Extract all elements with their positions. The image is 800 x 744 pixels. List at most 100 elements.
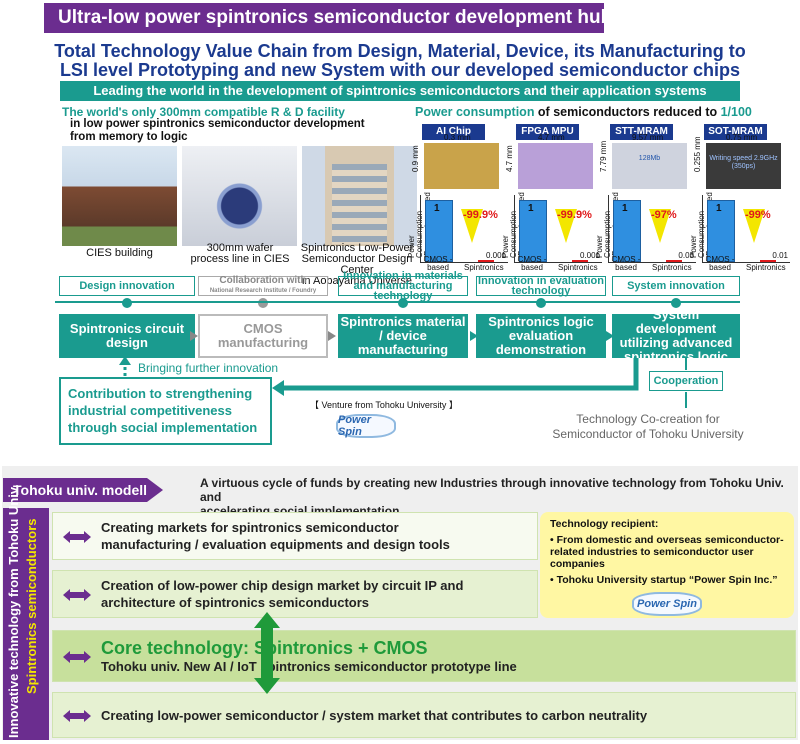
core-technology-row: Core technology: Spintronics + CMOS Toho… [52,630,796,682]
chain-connectors [55,301,740,408]
chip-die-image [518,143,593,189]
power-spin-logo: Power Spin [632,592,702,616]
core-technology-title: Core technology: Spintronics + CMOS [101,637,428,658]
chip-bar-chart: 1 -99% 0.01 [702,195,790,263]
reduction-percent: -97% [651,209,677,221]
venture-label: 【 Venture from Tohoku University 】 [310,400,458,410]
feedback-line [282,358,639,391]
chip-label: AI Chip [422,124,485,140]
double-arrow-icon [63,531,91,543]
stage-label: Design innovation [59,276,195,296]
stage-box: Spintronics material / device manufactur… [338,314,468,358]
chip-label: STT-MRAM [610,124,673,140]
chip-die-image [424,143,499,189]
lead-bar: Leading the world in the development of … [60,81,740,101]
reduction-percent: -99.9% [557,209,592,221]
cmos-value: 1 [434,203,440,214]
photo-caption: CIES building [86,247,153,259]
subtitle-line-1: Total Technology Value Chain from Design… [54,41,746,61]
facility-subtitle-line-1: in low power spintronics semiconductor d… [70,118,365,130]
up-arrow-icon [119,356,131,365]
stage-label: Innovation in evaluation technology [476,276,606,297]
vertical-text-white: Innovative technology from Tohoku Univ. [6,484,21,738]
cmos-value: 1 [528,203,534,214]
spintronics-value: 0.01 [772,251,788,260]
cmos-axis-label: CMOS -based [705,255,735,272]
co-creation-label: Technology Co-creation for Semiconductor… [552,412,744,441]
technology-recipient-box: Technology recipient: • From domestic an… [540,512,794,618]
vertical-banner: Innovative technology from Tohoku Univ. … [3,484,49,740]
arrow-icon [328,331,336,341]
stage-box: System development utilizing advanced sp… [612,308,740,364]
wafer-line-photo [182,146,297,246]
arrow-icon [470,331,478,341]
market-row: Creating low-power semiconductor / syste… [52,692,796,738]
cmos-axis-label: CMOS -based [423,255,453,272]
power-spin-logo: Power Spin [336,414,396,438]
stage-label: Innovation in materials and manufacturin… [338,271,468,302]
reduction-arrow-icon [555,209,577,243]
chip-label: FPGA MPU [516,124,579,140]
vertical-double-arrow-icon [254,612,280,694]
stage-label: System innovation [612,276,740,296]
chip-bar-chart: 1 -99.9% 0.001 [514,195,602,263]
design-center-photo [302,146,417,246]
stage-box: CMOS manufacturing [198,314,328,358]
chip-die-image: Writing speed 2.9GHz (350ps) [706,143,781,189]
spintronics-bar [760,260,776,262]
reduction-arrow-icon [649,209,671,243]
reduction-arrow-icon [461,209,483,243]
spintronics-axis-label: Spintronics [464,263,504,272]
feedback-arrow-icon [272,380,284,396]
chip-bar-chart: 1 -97% 0.03 [608,195,696,263]
facility-subtitle: in low power spintronics semiconductor d… [70,118,365,144]
spintronics-value: 0.001 [579,251,600,260]
photo-caption: 300mm wafer process line in CIES [190,242,290,265]
spintronics-bar [478,260,494,262]
chip-width-dim: 0.3 mm [444,133,471,142]
cmos-bar [707,200,735,262]
chip-die-image: 128Mb [612,143,687,189]
subtitle-line-2: LSI level Prototyping and new System wit… [59,60,741,80]
cmos-bar [613,200,641,262]
power-title: Power consumption of semiconductors redu… [415,105,752,119]
cmos-bar [519,200,547,262]
double-arrow-icon [63,651,91,663]
cmos-value: 1 [716,203,722,214]
spintronics-axis-label: Spintronics [652,263,692,272]
cmos-value: 1 [622,203,628,214]
cmos-bar [425,200,453,262]
hub-title: Ultra-low power spintronics semiconducto… [44,3,612,33]
model-tab: Tohoku univ. modell [3,478,163,502]
chip-die-note: Writing speed 2.9GHz (350ps) [709,155,778,170]
arrow-icon [606,331,614,341]
spintronics-value: 0.03 [678,251,694,260]
reduction-percent: -99.9% [463,209,498,221]
double-arrow-icon [63,589,91,601]
cooperation-label: Cooperation [649,371,723,391]
market-row: Creating markets for spintronics semicon… [52,512,538,560]
stage-box: Spintronics circuit design [59,314,195,358]
vertical-text-yellow: Spintronics semiconductors [24,518,39,694]
recipient-title: Technology recipient: [550,518,659,530]
cmos-axis-label: CMOS -based [611,255,641,272]
reduction-percent: -99% [745,209,771,221]
spintronics-axis-label: Spintronics [746,263,786,272]
recipient-bullet: • From domestic and overseas semiconduct… [550,534,784,570]
spintronics-bar [572,260,588,262]
chip-label: SOT-MRAM [704,124,767,140]
contribution-box: Contribution to strengthening industrial… [59,377,272,445]
cmos-axis-label: CMOS -based [517,255,547,272]
chip-bar-chart: 1-99.9%0.001 [420,195,508,263]
chip-width-dim: 4.7 mm [538,133,565,142]
arrow-icon [190,331,198,341]
facility-subtitle-line-2: from memory to logic [70,131,188,143]
spintronics-bar [666,260,682,262]
photo-caption: Spintronics Low-Power Semiconductor Desi… [300,242,414,287]
facility-title: The world's only 300mm compatible R & D … [62,105,345,119]
market-row: Creation of low-power chip design market… [52,570,538,618]
chip-width-dim: 0.75 mm [726,133,758,142]
chip-die-note: 128Mb [638,155,661,162]
double-arrow-icon [63,710,91,722]
